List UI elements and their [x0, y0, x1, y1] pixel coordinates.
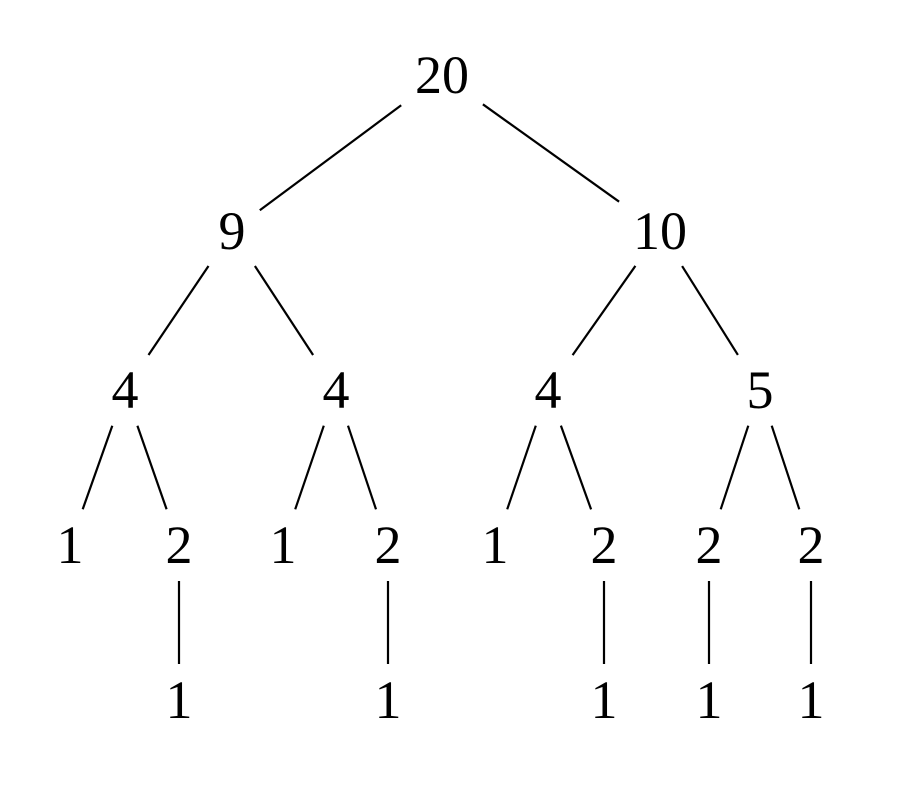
tree-node-label-b1a: 1 [166, 670, 193, 730]
tree-node-label-l2b: 2 [375, 515, 402, 575]
tree-node-label-l1b: 1 [270, 515, 297, 575]
tree-node-label-n4a: 4 [112, 360, 139, 420]
tree-node-label-n10: 10 [633, 201, 687, 261]
tree-edge-n4c-l1c [506, 425, 537, 510]
tree-node-label-l2d: 2 [696, 515, 723, 575]
tree-node-label-b1e: 1 [798, 670, 825, 730]
tree-node-label-n4c: 4 [535, 360, 562, 420]
tree-edge-n4b-l2b [346, 425, 378, 510]
tree-node-label-l2e: 2 [798, 515, 825, 575]
tree-node-label-n9: 9 [219, 201, 246, 261]
tree-edge-n9-n4b [253, 265, 315, 356]
tree-node-label-n5: 5 [747, 360, 774, 420]
tree-edge-n9-n4a [147, 265, 210, 356]
tree-node-label-l1c: 1 [482, 515, 509, 575]
tree-edge-root20-n10 [482, 103, 620, 203]
tree-node-label-n4b: 4 [323, 360, 350, 420]
tree-edge-root20-n9 [259, 104, 402, 212]
tree-node-label-l2c: 2 [591, 515, 618, 575]
tree-node-label-l2a: 2 [166, 515, 193, 575]
tree-edge-n4c-l2c [559, 425, 593, 510]
tree-edge-n4a-l1a [81, 425, 114, 510]
tree-edge-n10-n4c [571, 265, 637, 356]
tree-node-label-l1a: 1 [57, 515, 84, 575]
tree-edge-n5-l2e [770, 425, 801, 510]
tree-node-label-b1b: 1 [375, 670, 402, 730]
tree-edge-n4a-l2a [136, 425, 168, 510]
tree-node-label-b1c: 1 [591, 670, 618, 730]
tree-node-label-root20: 20 [415, 45, 469, 105]
tree-edge-n5-l2d [719, 425, 750, 510]
tree-edge-n10-n5 [681, 265, 739, 356]
tree-edge-n4b-l1b [294, 425, 325, 510]
tree-node-label-b1d: 1 [696, 670, 723, 730]
